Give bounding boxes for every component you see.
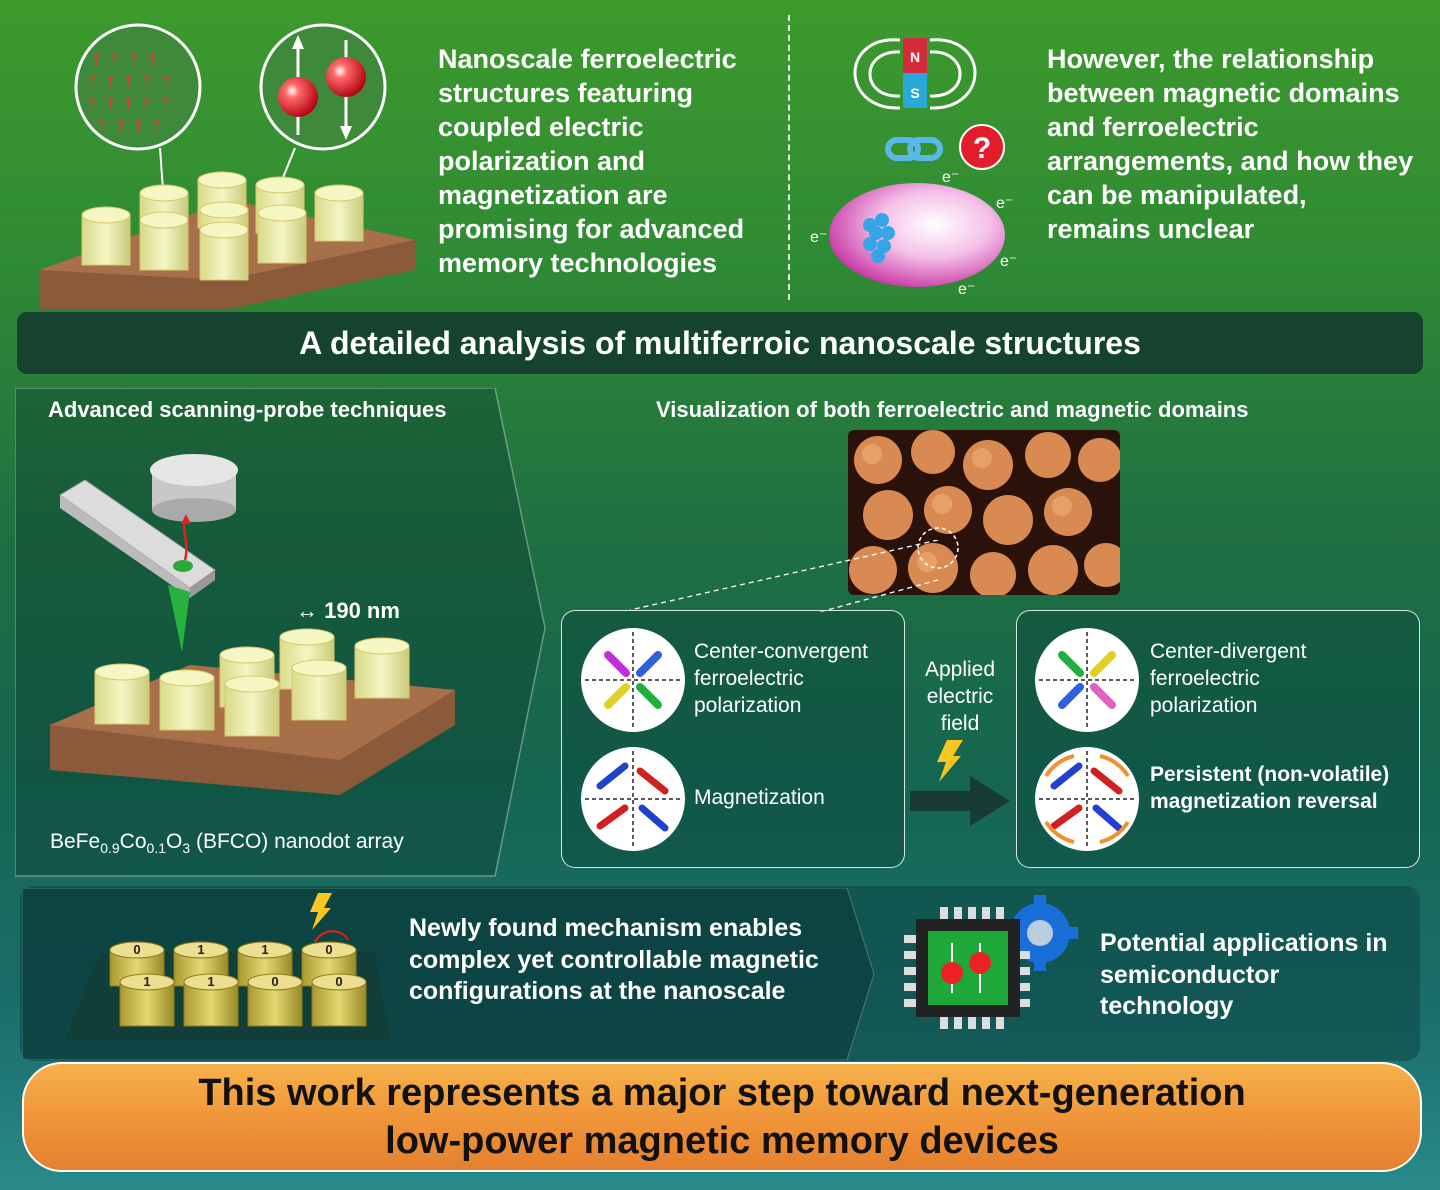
svg-text:N: N [910, 49, 920, 65]
polarization-zoom-circle [74, 23, 202, 151]
zoom-lines [629, 540, 939, 613]
spin-zoom-circle [259, 23, 387, 151]
svg-text:0: 0 [335, 974, 342, 989]
svg-text:0: 0 [325, 942, 332, 957]
question-icon [959, 124, 1005, 170]
svg-text:1: 1 [197, 942, 204, 957]
intro-text: Nanoscale ferroelectric structures featu… [438, 44, 745, 278]
probe-tip [168, 585, 190, 652]
magnet-south-icon [903, 73, 927, 108]
svg-text:↑ ↑ ↑ ↑: ↑ ↑ ↑ ↑ [95, 116, 164, 135]
magnet-electron-illustration: N S ? e⁻ e⁻ e⁻ e⁻ e⁻ [810, 38, 1017, 298]
svg-text:e⁻: e⁻ [942, 169, 959, 186]
svg-text:0: 0 [271, 974, 278, 989]
lightning-icon [937, 740, 963, 782]
svg-text:e⁻: e⁻ [810, 229, 827, 246]
section-banner: A detailed analysis of multiferroic nano… [17, 312, 1423, 374]
arrow-right-icon [910, 776, 1010, 826]
svg-text:e⁻: e⁻ [1000, 253, 1017, 270]
applied-field-label: Applied electric field [924, 658, 996, 735]
svg-text:0: 0 [133, 942, 140, 957]
convergent-label: Center-convergent ferroelectric polariza… [694, 640, 868, 717]
divergent-polarization-icon [1035, 628, 1139, 732]
svg-text:1: 1 [261, 942, 268, 957]
visualization-title: Visualization of both ferroelectric and … [656, 397, 1249, 422]
svg-text:S: S [910, 85, 919, 101]
question-text: However, the relationship between magnet… [1047, 44, 1414, 244]
svg-text:↑ ↑ ↑ ↑ ↑: ↑ ↑ ↑ ↑ ↑ [85, 94, 172, 113]
atom-orbital [829, 183, 1005, 287]
afm-image [848, 430, 1120, 595]
svg-text:e⁻: e⁻ [996, 195, 1013, 212]
magnet-north-icon [903, 38, 927, 73]
scale-label: ↔ 190 nm [296, 598, 400, 623]
bolt-icon [310, 893, 332, 930]
convergent-polarization-icon [581, 628, 685, 732]
conclusion-line-2: low-power magnetic memory devices [385, 1120, 1059, 1162]
svg-text:↑ ↑ ↑ ↑ ↑: ↑ ↑ ↑ ↑ ↑ [85, 72, 172, 91]
probe-section-title: Advanced scanning-probe techniques [48, 397, 447, 422]
svg-text:1: 1 [143, 974, 150, 989]
conclusion-banner: This work represents a major step toward… [22, 1062, 1422, 1172]
applications-text: Potential applications in semiconductor … [1100, 929, 1388, 1020]
binary-nanodots-illustration: 0 1 1 0 1 1 0 0 [65, 893, 390, 1040]
svg-text:?: ? [973, 132, 991, 165]
link-icon [885, 137, 943, 161]
afm-probe-illustration [50, 454, 455, 795]
svg-text:↑ ↑ ↑ ↑: ↑ ↑ ↑ ↑ [90, 50, 159, 69]
svg-text:1: 1 [207, 974, 214, 989]
conclusion-line-1: This work represents a major step toward… [198, 1072, 1246, 1114]
magnetization-reversal-icon [1035, 747, 1139, 851]
material-label: BeFe0.9Co0.1O3 (BFCO) nanodot array [50, 830, 404, 857]
svg-text:e⁻: e⁻ [958, 281, 975, 298]
mechanism-text: Newly found mechanism enables complex ye… [409, 914, 819, 1005]
nanodot-array-illustration: ↑ ↑ ↑ ↑ ↑ ↑ ↑ ↑ ↑ ↑ ↑ ↑ ↑ ↑ ↑ ↑ ↑ ↑ [40, 23, 415, 310]
chip-illustration [904, 895, 1078, 1029]
persistent-label: Persistent (non-volatile) magnetization … [1150, 763, 1390, 813]
magnetization-icon [581, 747, 685, 851]
divergent-label: Center-divergent ferroelectric polarizat… [1150, 640, 1307, 717]
divider [788, 15, 790, 300]
magnetization-label: Magnetization [694, 786, 825, 809]
